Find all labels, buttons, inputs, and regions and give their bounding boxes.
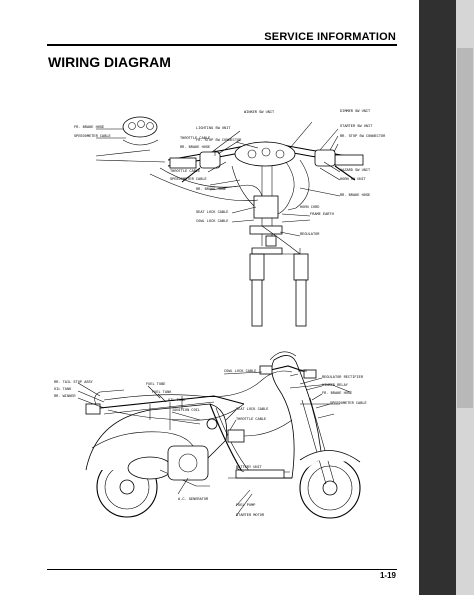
wiring-diagram-figure: FR. BRAKE HOSE SPEEDOMETER CABLE WINKER … (54, 110, 386, 519)
bottom-callout-14: STARTER MOTOR (236, 514, 265, 518)
bottom-label-rr-tail-stop: RR. TAIL STOP ASSY (54, 381, 94, 385)
bottom-callout-13: FUEL PUMP (236, 504, 255, 508)
top-callout-16: COWL LOCK CABLE (196, 220, 228, 224)
bottom-callout-2: COWL LOCK CABLE (224, 370, 256, 374)
top-label-speedometer-cable: SPEEDOMETER CABLE (74, 135, 111, 139)
bottom-callout-5: WINKER RELAY (322, 384, 349, 388)
footer-rule (47, 569, 397, 570)
section-header: SERVICE INFORMATION (264, 31, 396, 43)
bottom-callout-11: A.C. GENERATOR (178, 498, 209, 502)
page-number: 1-19 (379, 571, 396, 580)
top-callout-3: STARTER SW UNIT (340, 125, 373, 129)
bottom-callout-7: SEAT LOCK CABLE (236, 408, 268, 412)
top-callout-18: RR. BRAKE HOSE (340, 194, 370, 198)
top-callout-8: THROTTLE CABLE (170, 170, 200, 174)
scooter-side-view (85, 351, 361, 519)
top-callout-4: FR. STOP SW CONNECTOR (196, 139, 242, 143)
page-title: WIRING DIAGRAM (48, 54, 171, 70)
top-callout-17: REGULATOR (300, 233, 320, 237)
top-callout-1: DIMMER SW UNIT (340, 110, 371, 114)
top-callout-5: RR. STOP SW CONNECTOR (340, 135, 386, 139)
bottom-callout-0: FUEL TANK (152, 391, 172, 395)
bottom-label-rr-winker: RR. WINKER (54, 395, 76, 399)
top-callout-7: RR. BRAKE HOSE (180, 146, 210, 150)
bottom-leader-lines (77, 371, 335, 517)
top-callout-13: SEAT LOCK CABLE (196, 211, 228, 215)
bottom-callout-12: BATTERY UNIT (236, 466, 263, 470)
top-callout-2: LIGHTING SW UNIT (196, 127, 231, 131)
bottom-label-fuel-tube: FUEL TUBE (146, 383, 165, 387)
bottom-callout-3: HORN (298, 370, 307, 374)
top-callout-15: FRAME EARTH (310, 213, 334, 217)
bottom-callout-6: FR. BRAKE HOSE (322, 392, 352, 396)
top-label-fr-brake-hose: FR. BRAKE HOSE (74, 126, 104, 130)
bottom-callout-8: THROTTLE CABLE (236, 418, 266, 422)
top-callout-12: RR. BRAKE HOSE (196, 188, 226, 192)
top-callout-6: THROTTLE CABLE (180, 137, 210, 141)
top-callout-11: HORN SW UNIT (340, 178, 367, 182)
document-page: SERVICE INFORMATION WIRING DIAGRAM (0, 0, 419, 595)
top-callout-10: HAZARD SW UNIT (340, 169, 371, 173)
top-leader-lines (95, 121, 341, 237)
top-callout-14: HORN CORD (300, 206, 319, 210)
bottom-label-oil-tank: OIL TANK (54, 388, 72, 392)
bottom-callout-9: SPEEDOMETER CABLE (330, 402, 367, 406)
top-callout-9: SPEEDOMETER CABLE (170, 178, 207, 182)
handlebar-assembly (122, 116, 364, 327)
bottom-callout-1: OIL TANK (168, 399, 186, 403)
scrollbar-thumb[interactable] (457, 48, 473, 408)
top-callout-0: WINKER SW UNIT (244, 111, 275, 115)
bottom-callout-10: IGNITION COIL (172, 409, 200, 413)
bottom-callout-4: REGULATOR RECTIFIER (322, 376, 364, 380)
header-rule (47, 44, 397, 46)
